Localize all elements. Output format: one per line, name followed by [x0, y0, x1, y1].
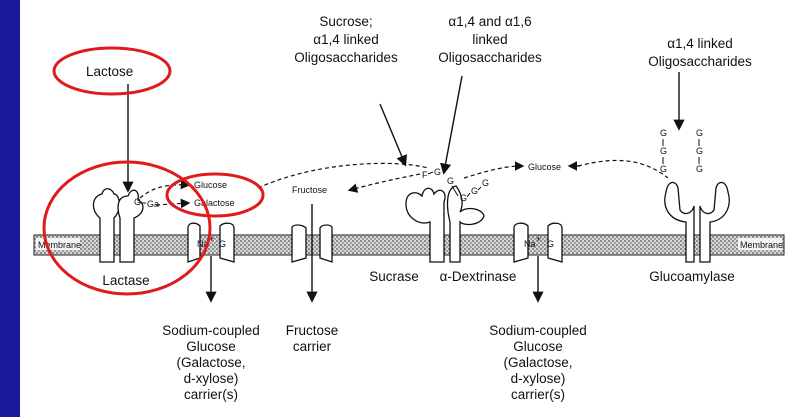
- dex-g3: G: [471, 186, 478, 196]
- glucose-left-label: Glucose: [194, 180, 227, 190]
- dextrin-label-3: Oligosaccharides: [438, 50, 542, 65]
- left-carrier-line-3: (Galactose,: [176, 355, 245, 370]
- lactase-g: G: [134, 197, 141, 207]
- left-carrier-line-2: Glucose: [186, 339, 236, 354]
- right-carrier-line-4: d-xylose): [511, 371, 566, 386]
- sucrose-label-3: Oligosaccharides: [294, 50, 398, 65]
- right-carrier-line-3: (Galactose,: [503, 355, 572, 370]
- dex-g1: G: [447, 176, 454, 186]
- galactose-label: Galactose: [194, 198, 235, 208]
- membrane-band: [34, 235, 784, 255]
- ga-bonds: [663, 139, 699, 164]
- membrane-label-right: Membrane: [740, 240, 783, 250]
- fructose-label: Fructose: [292, 185, 327, 195]
- lactase-label: Lactase: [102, 273, 149, 288]
- diagram-panel: Membrane Membrane G Ga Na + G F G G G G …: [20, 0, 803, 417]
- right-carrier-line-5: carrier(s): [511, 387, 565, 402]
- digestion-diagram: Membrane Membrane G Ga Na + G F G G G G …: [20, 0, 803, 417]
- dextrin-label-1: α1,4 and α1,6: [448, 14, 531, 29]
- fructose-carrier-line-2: carrier: [293, 339, 332, 354]
- glucoamylase-substrate-2: Oligosaccharides: [648, 54, 752, 69]
- na-right: Na: [524, 239, 536, 249]
- dex-g2: G: [460, 193, 467, 203]
- sucrase-g: G: [434, 167, 441, 177]
- dextrin-label-2: linked: [472, 32, 507, 47]
- fructose-carrier-line-1: Fructose: [286, 323, 339, 338]
- glucose-mid-label: Glucose: [528, 162, 561, 172]
- ga-g4: G: [696, 128, 703, 138]
- sucrase-label: Sucrase: [369, 269, 419, 284]
- g-left: G: [219, 239, 226, 249]
- ga-g6: G: [696, 164, 703, 174]
- left-carrier-line-4: d-xylose): [184, 371, 239, 386]
- ga-g5: G: [696, 146, 703, 156]
- fructose-carrier-labels: Fructose carrier: [286, 323, 339, 354]
- right-carrier-line-1: Sodium-coupled: [489, 323, 587, 338]
- glucoamylase-label: Glucoamylase: [649, 269, 735, 284]
- ga-g1: G: [660, 128, 667, 138]
- ga-g2: G: [660, 146, 667, 156]
- glucoamylase-substrate-1: α1,4 linked: [667, 36, 733, 51]
- na-right-plus: +: [536, 234, 541, 244]
- left-carrier-line-1: Sodium-coupled: [162, 323, 260, 338]
- lactase-ga: Ga: [147, 199, 159, 209]
- dextrinase-label: α-Dextrinase: [440, 269, 517, 284]
- lactose-label: Lactose: [86, 64, 133, 79]
- right-carrier-line-2: Glucose: [513, 339, 563, 354]
- sucrase-f: F: [422, 170, 428, 180]
- left-carrier-line-5: carrier(s): [184, 387, 238, 402]
- right-carrier-labels: Sodium-coupled Glucose (Galactose, d-xyl…: [489, 323, 587, 402]
- sucrose-label-1: Sucrose;: [319, 14, 372, 29]
- sucrose-label-2: α1,4 linked: [313, 32, 379, 47]
- g-right: G: [547, 239, 554, 249]
- dex-g4: G: [482, 178, 489, 188]
- left-carrier-labels: Sodium-coupled Glucose (Galactose, d-xyl…: [162, 323, 260, 402]
